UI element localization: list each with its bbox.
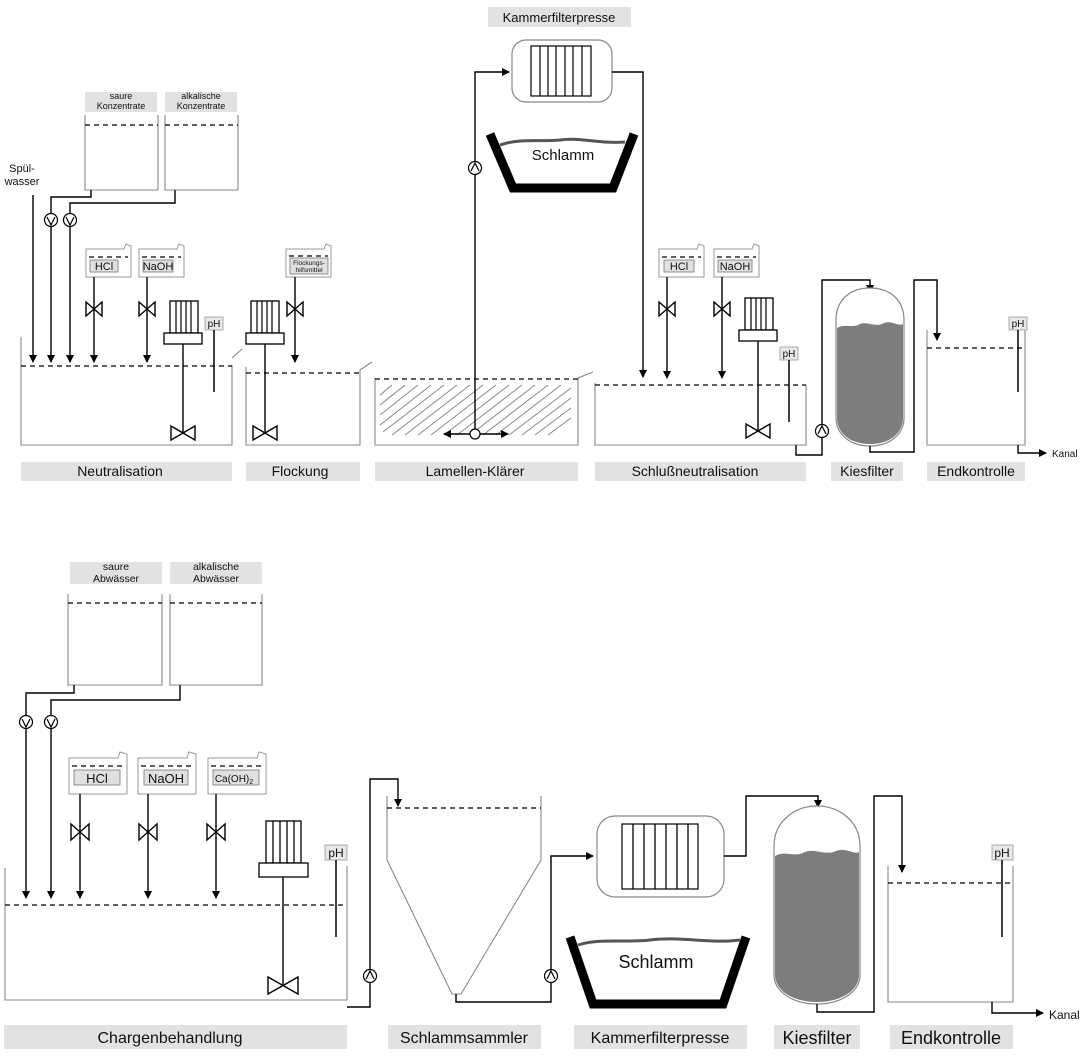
- stage-label: Lamellen-Klärer: [426, 463, 525, 479]
- pump-icon: [543, 968, 559, 984]
- pump-icon: [43, 714, 59, 730]
- feed-label-line1: Spül-: [9, 163, 35, 175]
- mixer-icon: [245, 300, 285, 442]
- acid-wastewater-tank: saure Abwässer: [67, 561, 163, 686]
- ph-label: pH: [1012, 319, 1025, 330]
- stage-label: Chargenbehandlung: [97, 1030, 242, 1047]
- svg-text:Konzentrate: Konzentrate: [97, 101, 146, 111]
- valve-icon: [138, 300, 156, 318]
- stage-label: Endkontrolle: [901, 1028, 1001, 1048]
- sludge-container: Schlamm: [485, 132, 639, 193]
- stage-label: Flockung: [272, 463, 329, 479]
- stage-label: Kammerfilterpresse: [591, 1030, 730, 1047]
- stage-label: Kiesfilter: [840, 463, 894, 479]
- gravel-filter: [835, 287, 905, 447]
- sludge-label: Schlamm: [618, 952, 693, 972]
- pump-icon: [467, 160, 483, 176]
- feed-label-spuelwasser: Spül-wasser: [4, 163, 40, 188]
- sludge-container: Schlamm: [565, 935, 751, 1009]
- hcl-canister: HCl: [658, 243, 705, 278]
- hcl-canister: HCl: [85, 243, 132, 278]
- stage-label: Endkontrolle: [937, 463, 1015, 479]
- feed-label-line2: wasser: [4, 176, 40, 188]
- lamella-plates: [379, 384, 572, 436]
- naoh-canister: NaOH: [137, 751, 197, 795]
- stage-label-bars-top: [21, 462, 1025, 481]
- svg-text:Flockungs-: Flockungs-: [293, 260, 325, 267]
- top-press-title: Kammerfilterpresse: [503, 10, 616, 25]
- hcl-canister: HCl: [68, 751, 128, 795]
- naoh-canister: NaOH: [138, 243, 185, 278]
- pump-icon: [18, 714, 34, 730]
- stage-label: Neutralisation: [77, 463, 163, 479]
- acid-concentrate-tank: saure Konzentrate: [84, 91, 159, 191]
- valve-icon: [286, 300, 304, 318]
- mixer-icon: [163, 300, 203, 442]
- sludge-collector: [386, 796, 542, 995]
- naoh-canister: NaOH: [713, 243, 760, 278]
- pump-icon: [362, 968, 378, 984]
- valve-icon: [138, 822, 158, 842]
- chem-label-hcl: HCl: [86, 771, 108, 786]
- stage-label: Schlußneutralisation: [632, 463, 759, 479]
- pump-icon: [814, 423, 830, 439]
- pump-icon: [43, 212, 59, 228]
- svg-text:saure: saure: [110, 91, 133, 101]
- sludge-label: Schlamm: [532, 147, 595, 164]
- alkaline-wastewater-tank: alkalische Abwässer: [169, 561, 263, 686]
- valve-icon: [70, 822, 90, 842]
- svg-text:Abwässer: Abwässer: [193, 573, 240, 585]
- alkaline-concentrate-tank: alkalische Konzentrate: [164, 91, 239, 191]
- chem-label-hcl: HCl: [95, 261, 113, 273]
- ph-label: pH: [208, 319, 221, 330]
- outlet-label: Kanal: [1052, 449, 1078, 460]
- svg-text:alkalische: alkalische: [181, 91, 221, 101]
- mixer-icon: [258, 820, 309, 996]
- ph-label: pH: [994, 846, 1009, 860]
- stage-label-bars-bottom: [4, 1025, 1013, 1049]
- ph-label: pH: [328, 846, 343, 860]
- chem-label-naoh2: NaOH: [720, 261, 751, 273]
- svg-text:Konzentrate: Konzentrate: [177, 101, 226, 111]
- chem-label-naoh: NaOH: [148, 771, 184, 786]
- chamber-filter-press: [596, 815, 725, 898]
- valve-icon: [658, 300, 676, 318]
- svg-text:saure: saure: [103, 561, 129, 573]
- lime-canister: Ca(OH)2: [207, 751, 267, 795]
- valve-icon: [85, 300, 103, 318]
- svg-text:hilfsmittel: hilfsmittel: [295, 267, 323, 274]
- svg-text:Abwässer: Abwässer: [93, 573, 140, 585]
- outlet-label: Kanal: [1049, 1008, 1080, 1022]
- gravel-filter: [773, 805, 861, 1005]
- chem-label-caoh: Ca(OH)2: [215, 774, 253, 786]
- ph-label: pH: [783, 349, 796, 360]
- stage-label: Schlammsammler: [400, 1030, 529, 1047]
- stage-label: Kiesfilter: [782, 1028, 851, 1048]
- pump-icon: [62, 212, 78, 228]
- chamber-filter-press: [511, 39, 613, 103]
- chem-label-naoh: NaOH: [143, 261, 174, 273]
- flocculant-canister: Flockungs- hilfsmittel: [285, 243, 332, 278]
- mixer-icon: [738, 297, 778, 440]
- valve-icon: [713, 300, 731, 318]
- chem-label-hcl2: HCl: [670, 261, 688, 273]
- valve-icon: [206, 822, 226, 842]
- svg-text:alkalische: alkalische: [193, 561, 239, 573]
